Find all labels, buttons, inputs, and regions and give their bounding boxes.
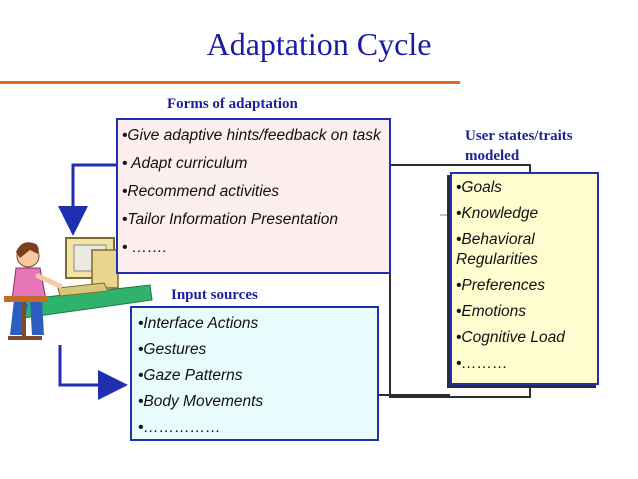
inputs-item: •…………… (138, 419, 221, 436)
inputs-item: •Gaze Patterns (138, 367, 243, 384)
forms-to-user-arrow (58, 163, 116, 236)
states-item: •……… (456, 355, 508, 372)
states-item: •Knowledge (456, 205, 539, 222)
states-item: •Behavioral Regularities (456, 231, 538, 268)
user-to-inputs-arrow (58, 345, 128, 400)
forms-item: •Give adaptive hints/feedback on task (122, 127, 381, 144)
page-title: Adaptation Cycle (206, 26, 432, 62)
forms-heading: Forms of adaptation (167, 96, 298, 112)
states-item: •Preferences (456, 277, 545, 294)
states-item: •Cognitive Load (456, 329, 565, 346)
forms-item: • Adapt curriculum (122, 155, 248, 172)
inputs-item: •Interface Actions (138, 315, 259, 332)
states-list: •Goals •Knowledge •Behavioral Regulariti… (456, 178, 598, 380)
forms-box (116, 118, 391, 274)
forms-item: •Recommend activities (122, 183, 280, 200)
inputs-heading: Input sources (171, 287, 258, 303)
inputs-item: •Gestures (138, 341, 207, 358)
states-item: •Goals (456, 179, 502, 196)
forms-item: •Tailor Information Presentation (122, 211, 338, 228)
forms-item: • ……. (122, 239, 168, 256)
forms-list: •Give adaptive hints/feedback on task • … (122, 126, 390, 266)
title-underline (0, 81, 460, 84)
inputs-list: •Interface Actions •Gestures •Gaze Patte… (138, 314, 376, 444)
inputs-item: •Body Movements (138, 393, 264, 410)
states-item: •Emotions (456, 303, 527, 320)
states-heading: User states/traits modeled (465, 128, 573, 164)
inputs-box (130, 306, 379, 441)
states-box (450, 172, 599, 385)
